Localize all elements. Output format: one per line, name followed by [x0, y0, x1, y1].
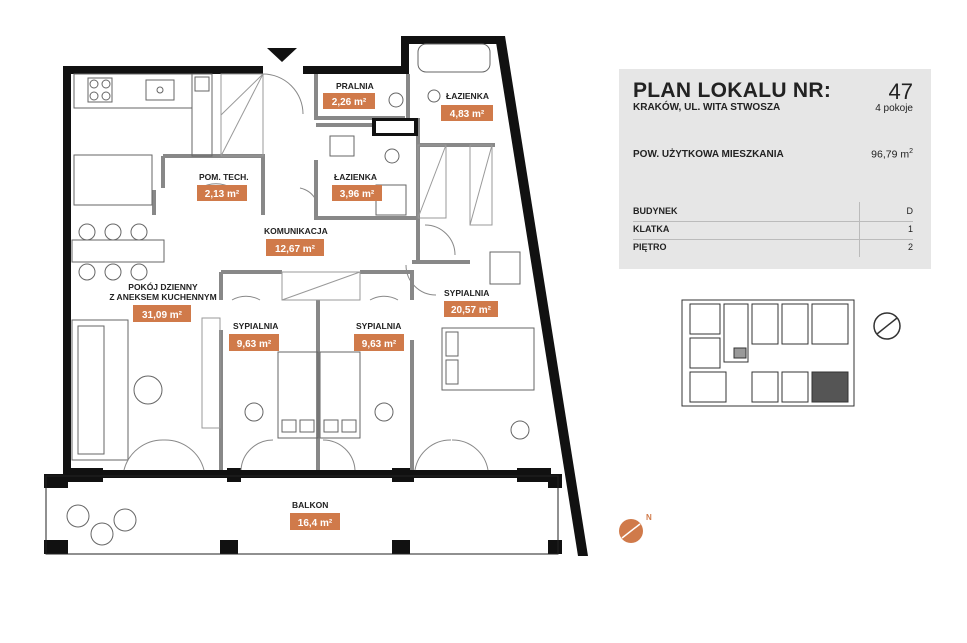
- room-name-2: Z ANEKSEM KUCHENNYM: [109, 292, 216, 302]
- kitchen: [73, 73, 213, 206]
- room-komunikacja: KOMUNIKACJA 12,67 m²: [264, 226, 328, 256]
- balcony-outline: [45, 475, 559, 555]
- room-name: POM. TECH.: [199, 172, 249, 182]
- room-name: SYPIALNIA: [444, 288, 489, 298]
- walls: [44, 36, 588, 556]
- key-plan: [681, 299, 855, 407]
- room-name: SYPIALNIA: [233, 321, 278, 331]
- beds: [244, 251, 535, 440]
- bathroom-fixtures: [329, 43, 491, 216]
- room-name: ŁAZIENKA: [334, 172, 377, 182]
- room-area: 16,4 m²: [298, 518, 333, 529]
- room-pokoj-dzienny: POKÓJ DZIENNY Z ANEKSEM KUCHENNYM 31,09 …: [109, 281, 217, 322]
- room-name: SYPIALNIA: [356, 321, 401, 331]
- room-sypialnia-big: SYPIALNIA 20,57 m²: [444, 288, 498, 317]
- room-sypialnia-1: SYPIALNIA 9,63 m²: [229, 321, 279, 351]
- entrance-arrow-icon: [267, 48, 297, 62]
- usable-area-label: POW. UŻYTKOWA MIESZKANIA: [633, 149, 784, 160]
- svg-text:N: N: [646, 513, 652, 522]
- highlighted-unit: [811, 371, 849, 403]
- room-lazienka-1: ŁAZIENKA 4,83 m²: [441, 91, 493, 121]
- room-name: BALKON: [292, 500, 328, 510]
- room-name: KOMUNIKACJA: [264, 226, 328, 236]
- info-panel: PLAN LOKALU NR: 47 KRAKÓW, UL. WITA STWO…: [619, 69, 931, 269]
- lokal-number: 47: [888, 79, 913, 104]
- sofa: [71, 319, 163, 461]
- balcony-chairs: [66, 504, 137, 546]
- rooms-count: 4 pokoje: [875, 103, 913, 114]
- room-name: POKÓJ DZIENNY: [128, 281, 198, 292]
- plan-title: PLAN LOKALU NR:: [633, 79, 832, 102]
- compass-icon: [873, 312, 901, 340]
- room-area: 2,26 m²: [332, 97, 367, 108]
- dining-table: [71, 223, 165, 281]
- usable-area-value: 96,79 m2: [871, 148, 913, 161]
- room-area: 9,63 m²: [362, 339, 397, 350]
- room-name: ŁAZIENKA: [446, 91, 489, 101]
- room-lazienka-2: ŁAZIENKA 3,96 m²: [332, 172, 382, 201]
- address: KRAKÓW, UL. WITA STWOSZA: [633, 102, 781, 113]
- room-area: 4,83 m²: [450, 109, 485, 120]
- room-sypialnia-2: SYPIALNIA 9,63 m²: [354, 321, 404, 351]
- room-area: 20,57 m²: [451, 305, 492, 316]
- room-pralnia: PRALNIA 2,26 m²: [323, 81, 375, 109]
- room-name: PRALNIA: [336, 81, 374, 91]
- room-pom-tech: POM. TECH. 2,13 m²: [197, 172, 249, 201]
- room-area: 9,63 m²: [237, 339, 272, 350]
- room-area: 3,96 m²: [340, 189, 375, 200]
- compass-small-icon: N: [619, 513, 652, 543]
- wardrobes: [201, 73, 493, 429]
- room-balkon: BALKON 16,4 m²: [290, 500, 340, 530]
- room-area: 31,09 m²: [142, 310, 183, 321]
- room-area: 2,13 m²: [205, 189, 240, 200]
- room-area: 12,67 m²: [275, 244, 316, 255]
- doors: [123, 73, 489, 471]
